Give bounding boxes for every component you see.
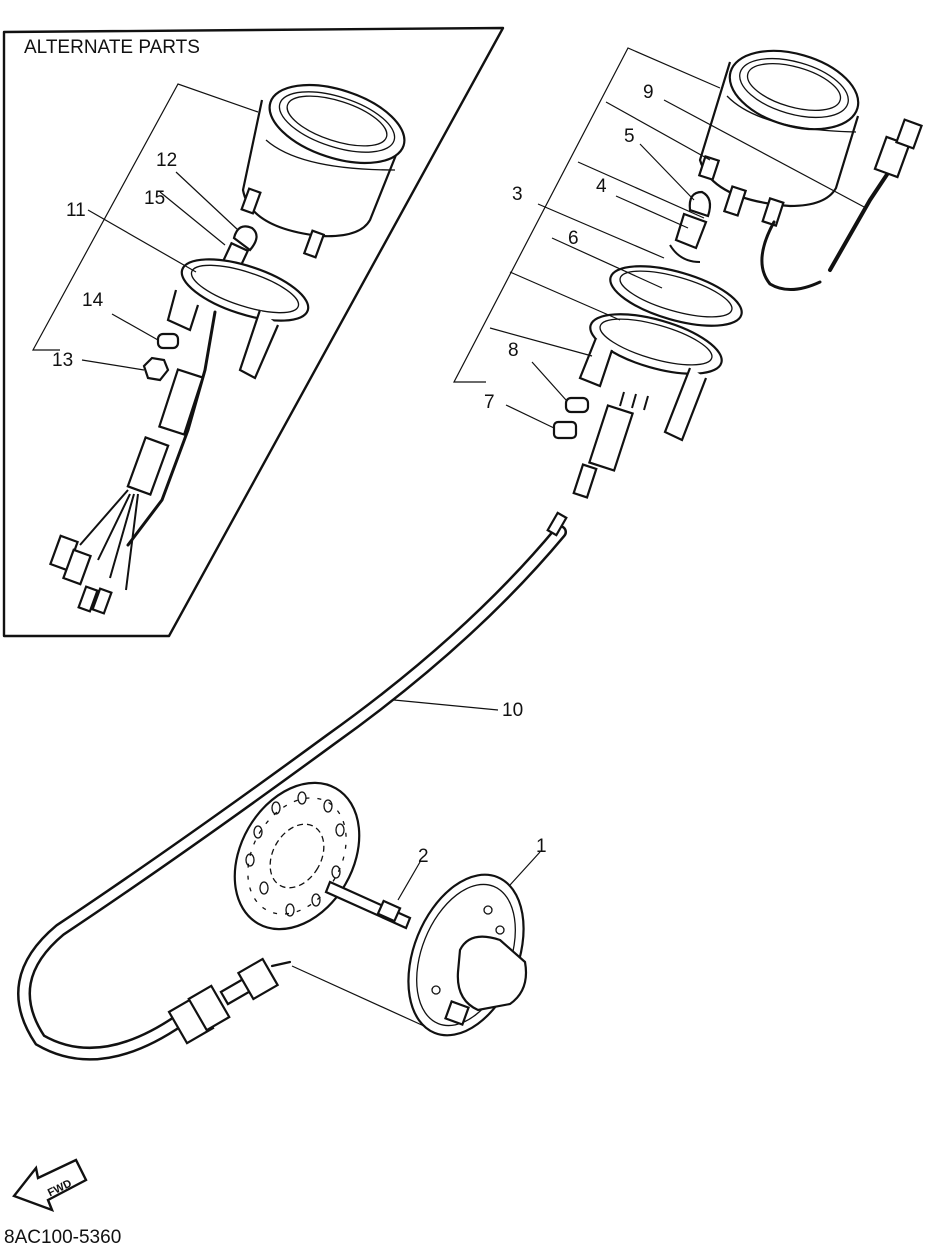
meter-stud bbox=[722, 185, 748, 217]
callout-12: 12 bbox=[156, 150, 177, 171]
alternate-parts-inset: ALTERNATE PARTS bbox=[2, 26, 505, 638]
meter-sensor bbox=[587, 404, 635, 472]
callout-6: 6 bbox=[568, 228, 579, 249]
meter-holder bbox=[609, 265, 743, 327]
inset-title: ALTERNATE PARTS bbox=[24, 37, 200, 58]
meter-bracket bbox=[589, 313, 723, 375]
callout-8: 8 bbox=[508, 340, 519, 361]
callout-3: 3 bbox=[512, 184, 523, 205]
alternate-connector bbox=[91, 587, 113, 615]
meter-stud bbox=[761, 197, 785, 227]
meter-bulb-socket bbox=[674, 212, 708, 250]
callout-4: 4 bbox=[596, 176, 607, 197]
fwd-arrow-icon bbox=[12, 1158, 88, 1213]
callout-14: 14 bbox=[82, 290, 104, 311]
callout-1: 1 bbox=[536, 836, 547, 857]
meter-lead-wire bbox=[828, 168, 892, 272]
callout-5: 5 bbox=[624, 126, 635, 147]
inset-frame bbox=[2, 26, 505, 638]
fwd-arrow-badge: FWD bbox=[12, 1158, 88, 1213]
callout-9: 9 bbox=[643, 82, 654, 103]
alternate-meter-assembly bbox=[49, 83, 406, 615]
alternate-nut bbox=[142, 356, 170, 382]
meter-damper bbox=[564, 396, 590, 414]
speedometer-cable bbox=[17, 511, 568, 1061]
callout-2: 2 bbox=[418, 846, 429, 867]
wheel-hub-area bbox=[233, 781, 541, 1037]
callout-15: 15 bbox=[144, 188, 165, 209]
inset-leaders bbox=[31, 83, 259, 371]
meter-bulb bbox=[688, 190, 712, 218]
cable-upper-end bbox=[546, 511, 568, 537]
alternate-damper bbox=[156, 332, 180, 350]
cable-lower-fitting bbox=[167, 957, 292, 1045]
alternate-meter-bezel bbox=[268, 83, 406, 165]
brake-disc bbox=[233, 781, 361, 931]
diagram-code: 8AC100-5360 bbox=[4, 1227, 121, 1246]
callout-7: 7 bbox=[484, 392, 495, 413]
main-meter-assembly bbox=[552, 49, 923, 499]
callout-11: 11 bbox=[66, 200, 86, 221]
alternate-connector bbox=[62, 548, 92, 586]
alternate-meter-stud bbox=[240, 187, 262, 215]
speedometer-gear-unit bbox=[407, 873, 528, 1037]
callout-13: 13 bbox=[52, 350, 73, 371]
alternate-connector bbox=[77, 585, 99, 613]
meter-collar bbox=[552, 420, 578, 440]
alternate-harness bbox=[126, 310, 217, 547]
disc-holes bbox=[245, 791, 345, 917]
meter-stud bbox=[697, 154, 721, 182]
meter-lead-wire bbox=[760, 220, 822, 291]
alternate-meter-stud bbox=[302, 229, 326, 259]
main-leaders bbox=[453, 47, 867, 429]
callout-labels: 1 2 3 4 5 6 7 8 9 10 11 12 13 14 15 bbox=[52, 82, 654, 867]
callout-10: 10 bbox=[502, 700, 523, 721]
drive-pin bbox=[324, 880, 412, 930]
cable-inner bbox=[19, 527, 565, 1059]
alternate-meter-holder bbox=[180, 258, 310, 322]
